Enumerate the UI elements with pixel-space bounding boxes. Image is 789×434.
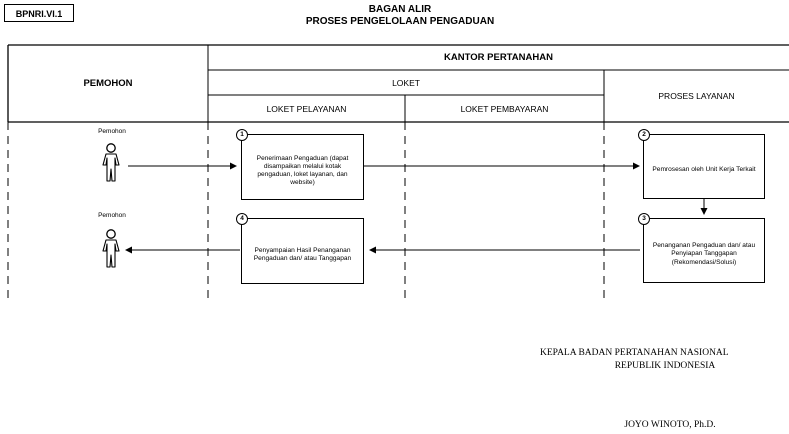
step-text-1: Penerimaan Pengaduan (dapat disampaikan … [256,154,349,187]
step-number-2: 2 [638,129,650,141]
header-kantor-pertanahan: KANTOR PERTANAHAN [444,52,553,63]
person-icon [97,143,125,188]
person-icon [97,229,125,274]
document-code: BPNRI.VI.1 [4,4,74,22]
step-box-4: 4 Penyampaian Hasil Penanganan Pengaduan… [236,213,364,284]
title-line-1: BAGAN ALIR [368,4,432,15]
actor-label-2: Pemohon [98,212,126,219]
step-text-4: Penyampaian Hasil Penanganan Pengaduan d… [253,246,352,262]
actor-label-1: Pemohon [98,128,126,135]
header-loket: LOKET [392,77,420,88]
step-number-4: 4 [236,213,248,225]
step-number-3: 3 [638,213,650,225]
signature-title-line-1: KEPALA BADAN PERTANAHAN NASIONAL [540,348,729,358]
header-pemohon: PEMOHON [83,78,133,89]
step-text-3: Penanganan Pengaduan dan/ atau Penyiapan… [652,242,756,266]
header-proses-layanan: PROSES LAYANAN [658,91,735,101]
header-loket-pelayanan: LOKET PELAYANAN [266,103,347,114]
step-text-2: Pemrosesan oleh Unit Kerja Terkait [652,166,756,174]
step-box-1: 1 Penerimaan Pengaduan (dapat disampaika… [236,129,364,200]
signature-title-line-2: REPUBLIK INDONESIA [614,361,716,371]
signatory-name: JOYO WINOTO, Ph.D. [624,420,716,430]
header-loket-pembayaran: LOKET PEMBAYARAN [460,103,549,114]
step-box-3: 3 Penanganan Pengaduan dan/ atau Penyiap… [638,213,765,283]
title-line-2: PROSES PENGELOLAAN PENGADUAN [305,16,495,27]
step-number-1: 1 [236,129,248,141]
step-box-2: 2 Pemrosesan oleh Unit Kerja Terkait [638,129,765,199]
